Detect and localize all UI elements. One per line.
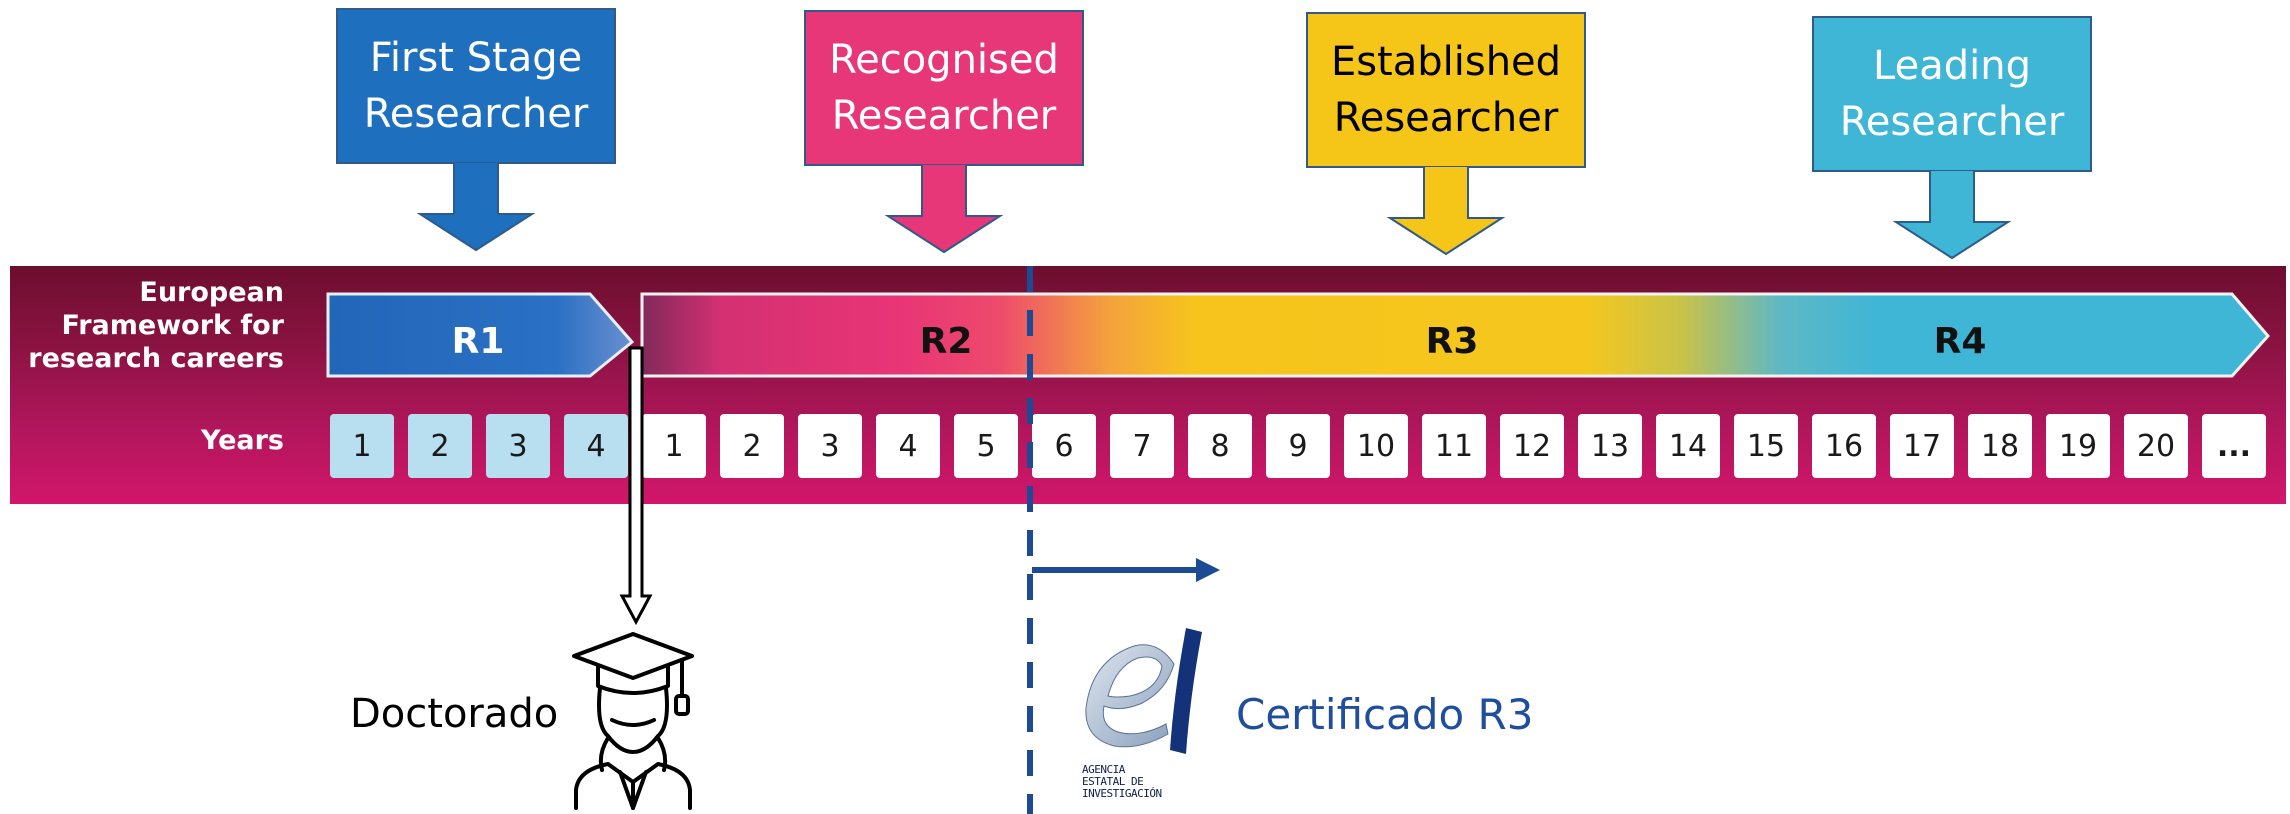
year-box: 10 [1344,414,1408,478]
callout-recognised-box: Recognised Researcher [804,10,1084,166]
aei-line1: AGENCIA [1082,763,1125,776]
callout-first-stage-arrow [416,162,536,252]
r3-dashed-line [1027,266,1033,814]
aei-line3: INVESTIGACIÓN [1082,787,1162,800]
phd-year-1: 1 [330,414,394,478]
year-box: 1 [642,414,706,478]
year-box: 14 [1656,414,1720,478]
level-r2: R2 [919,321,973,362]
callout-recognised-line1: Recognised [829,37,1059,83]
year-box: 3 [798,414,862,478]
phd-year-2: 2 [408,414,472,478]
phd-year-3: 3 [486,414,550,478]
year-box: 13 [1578,414,1642,478]
callout-leading-box: Leading Researcher [1812,16,2092,172]
doctorado-arrow [619,346,653,626]
callout-established: Established Researcher [1306,12,1586,256]
years-label: Years [201,425,284,456]
framework-label: European Framework for research careers [18,276,284,375]
year-box: 6 [1032,414,1096,478]
year-box: 16 [1812,414,1876,478]
year-box: 7 [1110,414,1174,478]
callout-leading: Leading Researcher [1812,16,2092,260]
callout-first-stage-line2: Researcher [363,91,589,137]
doctorado-label: Doctorado [350,691,559,737]
certificado-r3-label: Certificado R3 [1236,690,1534,739]
year-box: 18 [1968,414,2032,478]
year-box: 8 [1188,414,1252,478]
year-box: 4 [876,414,940,478]
callout-leading-line1: Leading [1873,43,2031,89]
year-box: 19 [2046,414,2110,478]
callout-established-line2: Researcher [1333,95,1559,141]
callout-established-box: Established Researcher [1306,12,1586,168]
year-box: 5 [954,414,1018,478]
framework-label-line3: research careers [28,343,284,374]
year-box: 15 [1734,414,1798,478]
year-box: 9 [1266,414,1330,478]
level-r3: R3 [1425,321,1479,362]
year-box: 17 [1890,414,1954,478]
year-box-ellipsis: ... [2202,414,2266,478]
year-box: 11 [1422,414,1486,478]
callout-recognised-line2: Researcher [831,93,1057,139]
phd-year-4: 4 [564,414,628,478]
aei-logo [1085,628,1202,754]
callout-recognised: Recognised Researcher [804,10,1084,254]
year-box: 2 [720,414,784,478]
callout-first-stage-line1: First Stage [369,35,583,81]
level-r1: R1 [451,321,505,362]
callout-recognised-arrow [884,164,1004,254]
r3-progress-arrow [1032,558,1220,582]
year-box: 20 [2124,414,2188,478]
aei-agency-text: AGENCIA ESTATAL DE INVESTIGACIÓN [1082,764,1202,800]
level-r4: R4 [1933,321,1987,362]
callout-first-stage-box: First Stage Researcher [336,8,616,164]
callout-leading-arrow [1892,170,2012,260]
graduate-icon [572,632,694,810]
aei-line2: ESTATAL DE [1082,775,1144,788]
callout-established-arrow [1386,166,1506,256]
callout-established-line1: Established [1330,39,1562,85]
callout-leading-line2: Researcher [1839,99,2065,145]
year-box: 12 [1500,414,1564,478]
framework-label-line2: Framework for [61,310,284,341]
framework-label-line1: European [139,277,284,308]
callout-first-stage: First Stage Researcher [336,8,616,252]
